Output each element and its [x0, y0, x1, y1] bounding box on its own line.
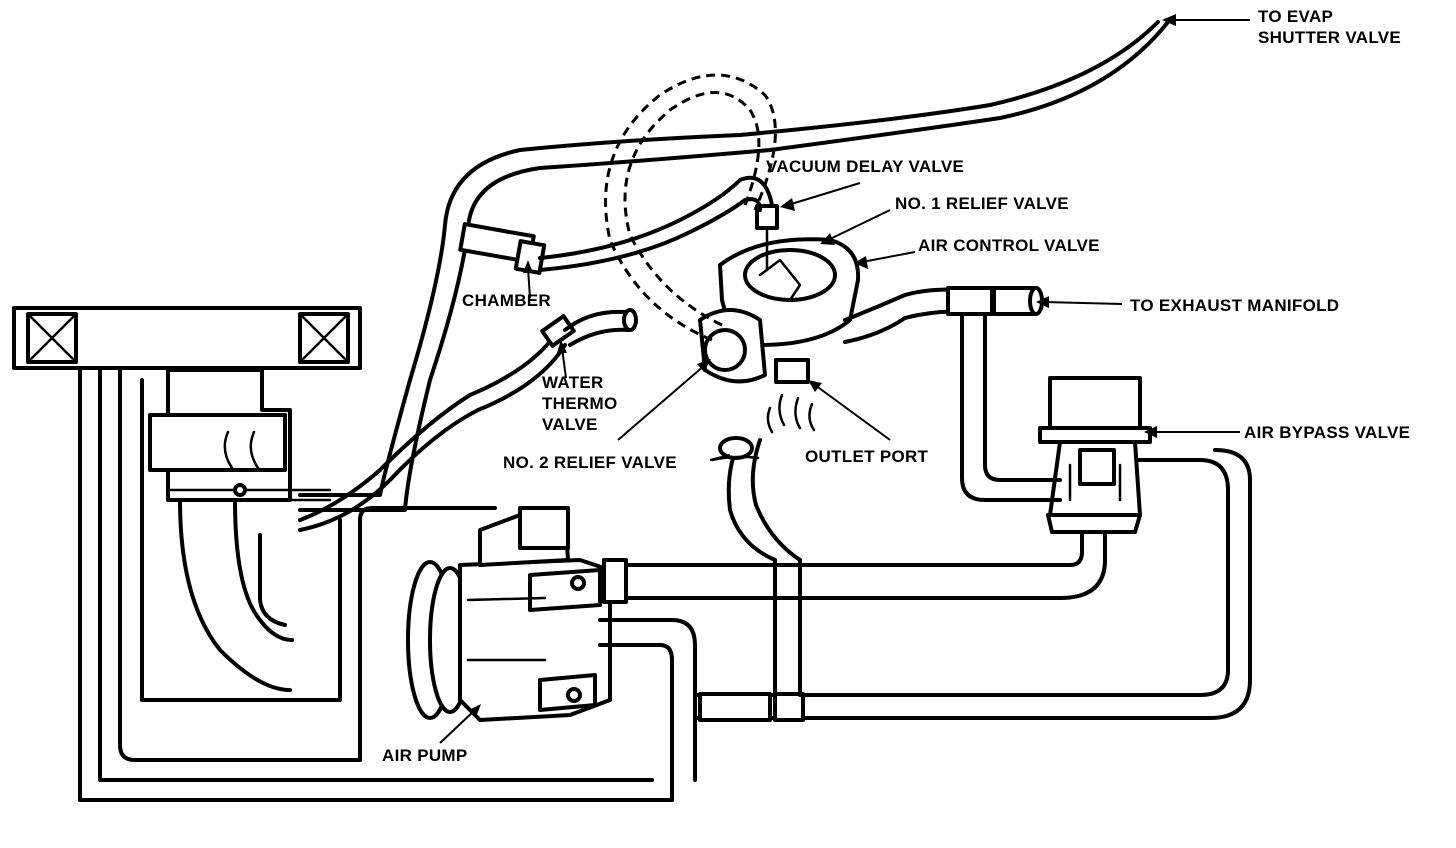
air-bypass-valve — [960, 308, 1152, 534]
label-to-evap-line1: TO EVAP — [1258, 7, 1334, 26]
label-outlet-port: OUTLET PORT — [805, 447, 929, 466]
label-chamber: CHAMBER — [462, 291, 551, 310]
label-to-exhaust-manifold: TO EXHAUST MANIFOLD — [1130, 296, 1340, 315]
label-water-thermo-valve: WATER THERMO VALVE — [542, 372, 617, 435]
pump-outlet-hoses — [598, 436, 1252, 802]
label-water-line1: WATER — [542, 373, 604, 392]
label-water-line2: THERMO — [542, 394, 618, 413]
air-pump — [406, 506, 612, 722]
air-cleaner-elbow — [148, 368, 332, 692]
label-no2-relief-valve: NO. 2 RELIEF VALVE — [503, 453, 677, 472]
label-vacuum-delay-valve: VACUUM DELAY VALVE — [766, 157, 965, 176]
label-water-line3: VALVE — [542, 415, 598, 434]
vacuum-hoses — [298, 20, 1170, 532]
label-air-pump: AIR PUMP — [382, 746, 468, 765]
air-control-valve — [698, 204, 1044, 434]
label-no1-relief-valve: NO. 1 RELIEF VALVE — [895, 194, 1069, 213]
label-to-evap-line2: SHUTTER VALVE — [1258, 28, 1402, 47]
label-air-control-valve: AIR CONTROL VALVE — [918, 236, 1100, 255]
label-air-bypass-valve: AIR BYPASS VALVE — [1244, 423, 1411, 442]
label-to-evap: TO EVAP SHUTTER VALVE — [1258, 6, 1401, 48]
leader-lines — [439, 14, 1250, 744]
